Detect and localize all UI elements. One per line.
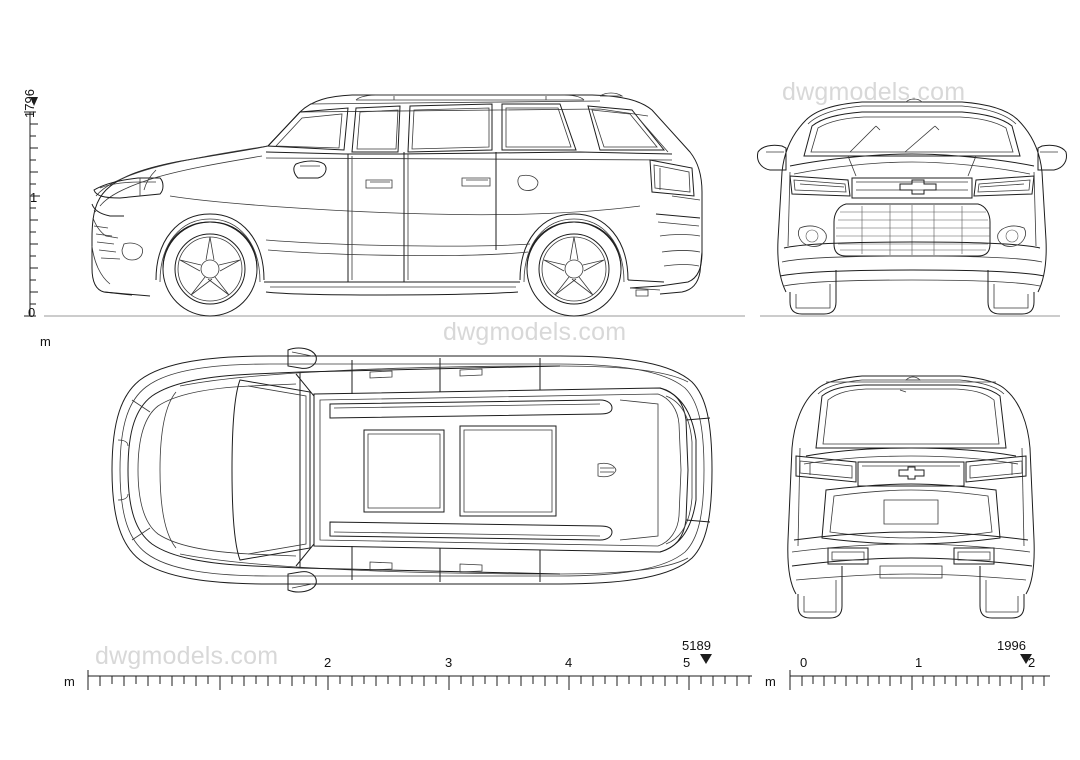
bottom-left-tick-3: 3 <box>445 655 453 670</box>
overall-width-value: 1996 <box>997 638 1026 653</box>
rear-elevation-view <box>787 375 1035 619</box>
vertical-scale-tick-1: 1 <box>30 190 38 205</box>
bottom-left-tick-2: 2 <box>324 655 332 670</box>
bottom-right-tick-1: 1 <box>915 655 923 670</box>
overall-length-value: 5189 <box>682 638 711 653</box>
front-elevation-view <box>757 98 1067 315</box>
bottom-right-tick-0: 0 <box>800 655 808 670</box>
top-plan-view <box>111 347 713 593</box>
watermark-bottom-left: dwgmodels.com <box>95 642 279 670</box>
vertical-scale-tick-0: 0 <box>28 305 36 320</box>
side-elevation-view <box>91 92 703 317</box>
vertical-scale-ruler <box>24 97 40 317</box>
watermark-top-right: dwgmodels.com <box>782 78 966 106</box>
bottom-right-scale-unit: m <box>765 674 776 689</box>
vertical-scale-unit: m <box>40 334 51 349</box>
bottom-left-tick-5: 5 <box>683 655 691 670</box>
bottom-left-tick-4: 4 <box>565 655 573 670</box>
bottom-left-scale-unit: m <box>64 674 75 689</box>
bottom-right-tick-2: 2 <box>1028 655 1036 670</box>
watermark-center: dwgmodels.com <box>443 318 627 346</box>
bottom-left-scale-ruler <box>87 654 752 690</box>
bottom-right-scale-ruler <box>789 654 1050 690</box>
